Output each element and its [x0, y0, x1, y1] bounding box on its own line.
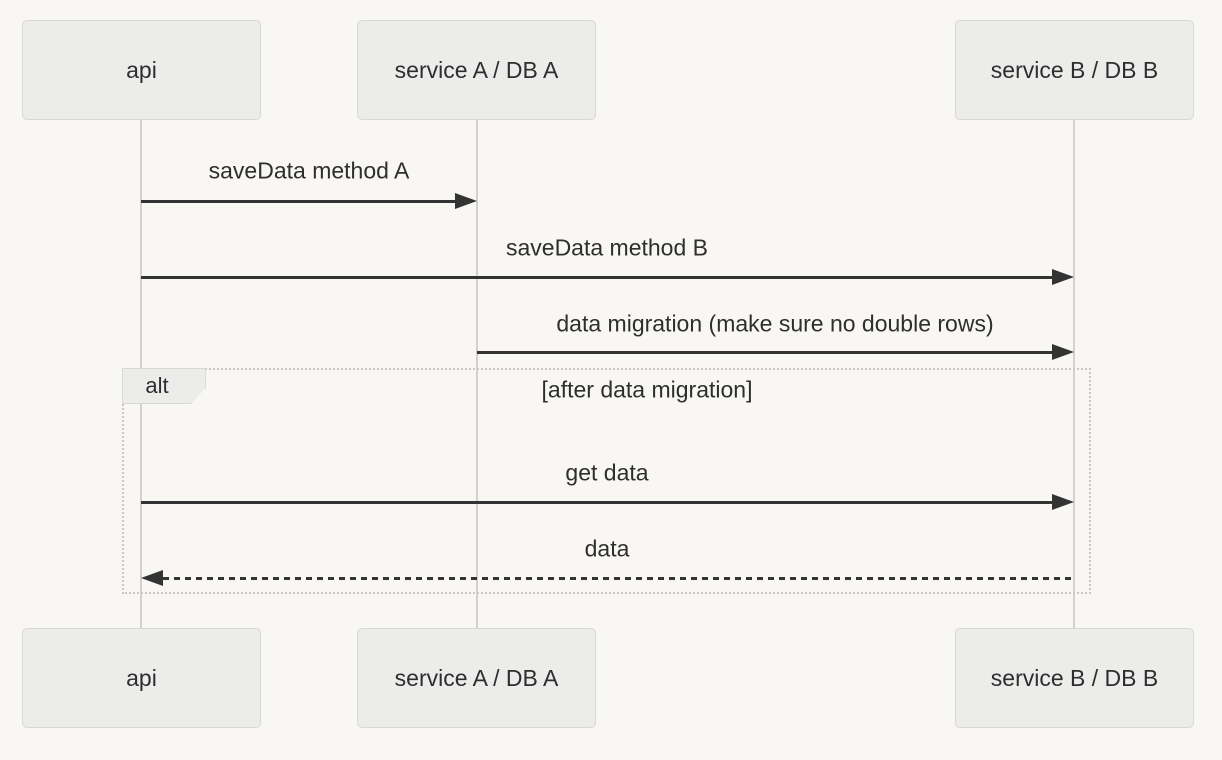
actor-api-bottom: api	[22, 628, 261, 728]
lifeline-service-b	[1073, 120, 1075, 628]
message-label-savedata-b: saveData method B	[505, 234, 709, 261]
actor-service-a-label: service A / DB A	[394, 664, 559, 691]
arrowhead-right-icon	[455, 193, 477, 209]
actor-service-b-bottom: service B / DB B	[955, 628, 1194, 728]
alt-guard-text: [after data migration]	[541, 376, 753, 403]
message-line-data-migration	[477, 351, 1052, 354]
arrowhead-right-icon	[1052, 344, 1074, 360]
arrowhead-right-icon	[1052, 494, 1074, 510]
message-label-savedata-a: saveData method A	[208, 157, 410, 184]
actor-api-label: api	[126, 664, 157, 691]
message-line-savedata-b	[141, 276, 1052, 279]
message-label-get-data: get data	[565, 459, 649, 486]
message-line-savedata-a	[141, 200, 457, 203]
arrowhead-left-icon	[141, 570, 163, 586]
actor-service-a-top: service A / DB A	[357, 20, 596, 120]
alt-operator-text: alt	[145, 373, 169, 398]
message-line-data-return	[163, 577, 1073, 580]
arrowhead-right-icon	[1052, 269, 1074, 285]
lifeline-service-a	[476, 120, 478, 628]
actor-service-a-label: service A / DB A	[394, 56, 559, 83]
alt-fragment-frame	[122, 368, 1091, 594]
actor-service-a-bottom: service A / DB A	[357, 628, 596, 728]
actor-service-b-label: service B / DB B	[990, 56, 1159, 83]
actor-api-top: api	[22, 20, 261, 120]
alt-operator-label: alt	[122, 368, 206, 404]
message-label-data-migration: data migration (make sure no double rows…	[556, 310, 994, 337]
message-line-get-data	[141, 501, 1052, 504]
actor-api-label: api	[126, 56, 157, 83]
actor-service-b-label: service B / DB B	[990, 664, 1159, 691]
message-label-data-return: data	[584, 535, 630, 562]
actor-service-b-top: service B / DB B	[955, 20, 1194, 120]
